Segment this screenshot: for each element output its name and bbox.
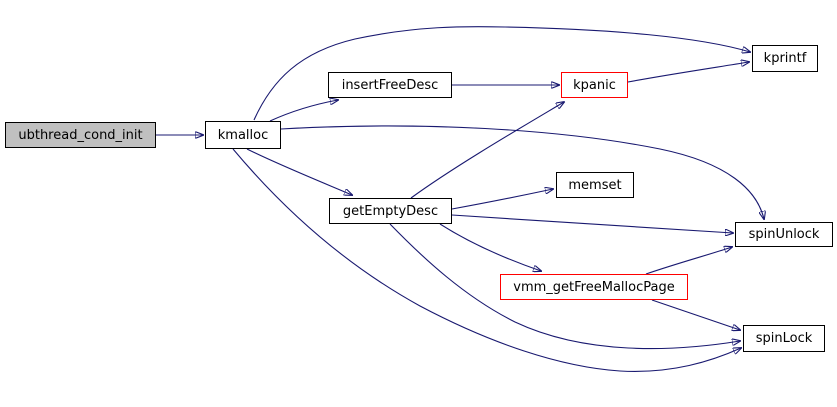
edge-getEmptyDesc-to-spinLock bbox=[389, 223, 740, 350]
edge-vmm_getFreeMallocPage-to-spinUnlock bbox=[645, 247, 732, 275]
edge-kpanic-to-kprintf bbox=[627, 62, 749, 83]
node-spinUnlock[interactable]: spinUnlock bbox=[735, 222, 833, 247]
node-ubthread_cond_init: ubthread_cond_init bbox=[5, 122, 156, 148]
node-spinLock[interactable]: spinLock bbox=[743, 325, 825, 352]
edge-kmalloc-to-kprintf bbox=[253, 26, 750, 121]
node-memset[interactable]: memset bbox=[556, 172, 634, 198]
edge-kmalloc-to-spinLock bbox=[232, 148, 741, 372]
node-insertFreeDesc[interactable]: insertFreeDesc bbox=[328, 72, 452, 98]
edge-kmalloc-to-spinUnlock bbox=[280, 125, 764, 219]
node-kprintf[interactable]: kprintf bbox=[752, 45, 818, 72]
node-getEmptyDesc[interactable]: getEmptyDesc bbox=[329, 198, 452, 224]
node-vmm_getFreeMallocPage[interactable]: vmm_getFreeMallocPage bbox=[500, 274, 688, 300]
node-kpanic[interactable]: kpanic bbox=[561, 72, 628, 98]
edge-kmalloc-to-insertFreeDesc bbox=[269, 100, 338, 122]
edge-getEmptyDesc-to-memset bbox=[451, 189, 553, 210]
edge-kmalloc-to-getEmptyDesc bbox=[246, 148, 352, 195]
edge-getEmptyDesc-to-vmm_getFreeMallocPage bbox=[439, 223, 541, 271]
node-kmalloc[interactable]: kmalloc bbox=[205, 121, 281, 149]
edge-vmm_getFreeMallocPage-to-spinLock bbox=[651, 299, 740, 330]
edge-getEmptyDesc-to-kpanic bbox=[410, 102, 564, 199]
edge-getEmptyDesc-to-spinUnlock bbox=[451, 214, 733, 233]
